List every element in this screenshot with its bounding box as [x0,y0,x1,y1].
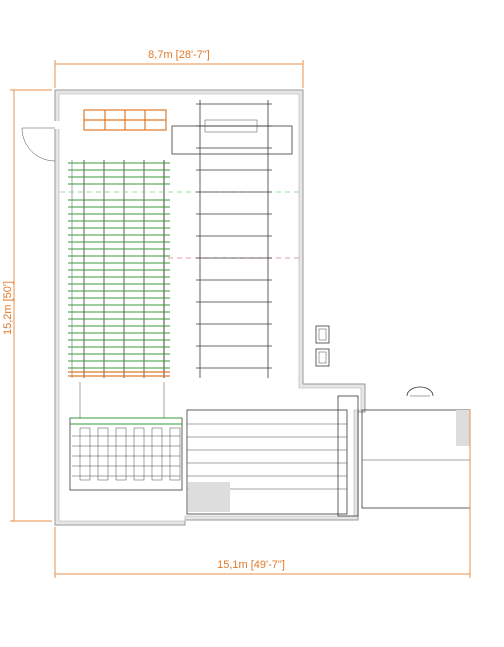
machine-column [151,427,163,481]
cutting-table [186,395,471,517]
dimension-left: 15,2m [50'] [2,89,52,522]
door-swing [21,127,56,162]
gantry [337,395,359,517]
dim-left-label: 15,2m [50'] [2,281,14,335]
green-storage-racks [68,160,170,378]
machine-column [115,427,127,481]
dimension-top: 8,7m [28'-7"] [54,49,304,88]
dim-bottom-label: 15,1m [49'-7"] [217,559,285,571]
overhead-crane [171,100,293,378]
press-machine [69,382,183,491]
building-walls [21,89,366,526]
extension-shaded [456,410,470,446]
dim-top-label: 8,7m [28'-7"] [148,49,210,61]
tool-symbol [406,386,434,397]
extension-table [361,409,471,509]
machine-column [133,427,145,481]
control-boxes [315,325,330,367]
machine-column [79,427,91,481]
rack-orange-top [83,109,167,131]
machine-column [169,427,181,481]
table-shaded-area [188,482,230,512]
dimension-bottom: 15,1m [49'-7"] [54,410,471,578]
table-top [186,409,348,515]
machine-column [97,427,109,481]
